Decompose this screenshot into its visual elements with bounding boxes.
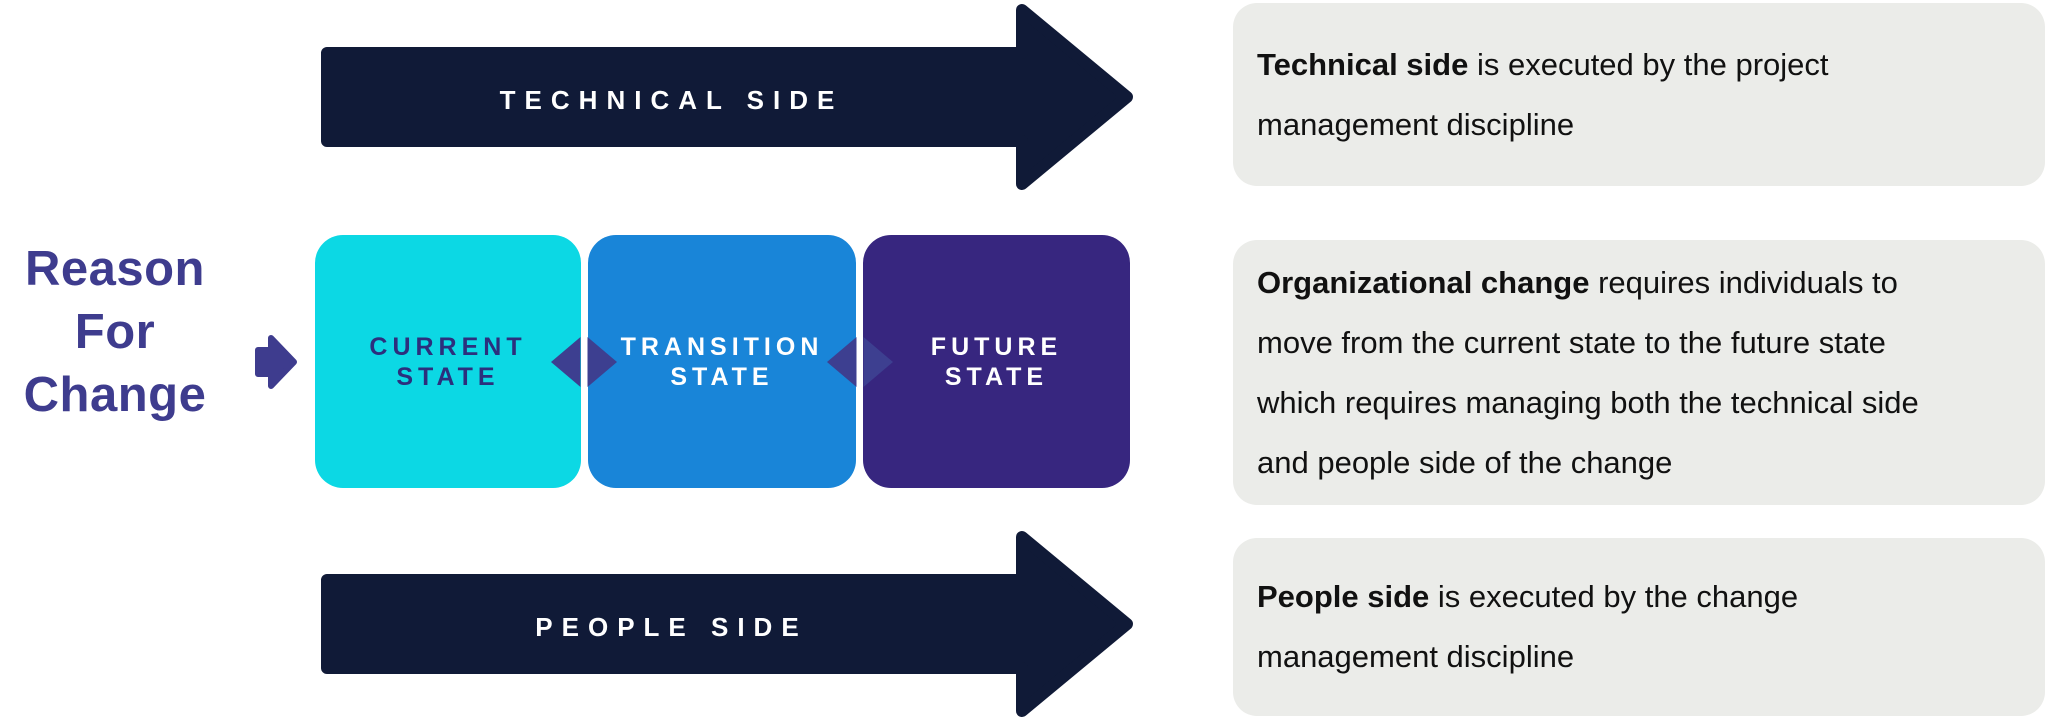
current-state-box: CURRENT STATE [315,235,581,488]
people-side-card: People side is executed by the change ma… [1233,538,2045,716]
people-side-label: PEOPLE SIDE [535,611,808,642]
people-side-arrow [321,531,1133,717]
transition-state-box: TRANSITION STATE [588,235,856,488]
organizational-change-card-text: Organizational change requires individua… [1257,264,1919,480]
technical-side-card-text: Technical side is executed by the projec… [1257,46,1829,142]
technical-side-card: Technical side is executed by the projec… [1233,3,2045,186]
future-state-box: FUTURE STATE [863,235,1130,488]
technical-side-arrow [321,4,1133,190]
connector-diamond-icon [551,337,617,387]
people-side-card-text: People side is executed by the change ma… [1257,579,1799,674]
organizational-change-card: Organizational change requires individua… [1233,240,2045,505]
connector-diamond-icon [827,337,893,387]
reason-for-change-label: Reason For Change [23,242,207,422]
technical-side-label: TECHNICAL SIDE [499,84,844,115]
reason-arrow-icon [255,335,297,389]
